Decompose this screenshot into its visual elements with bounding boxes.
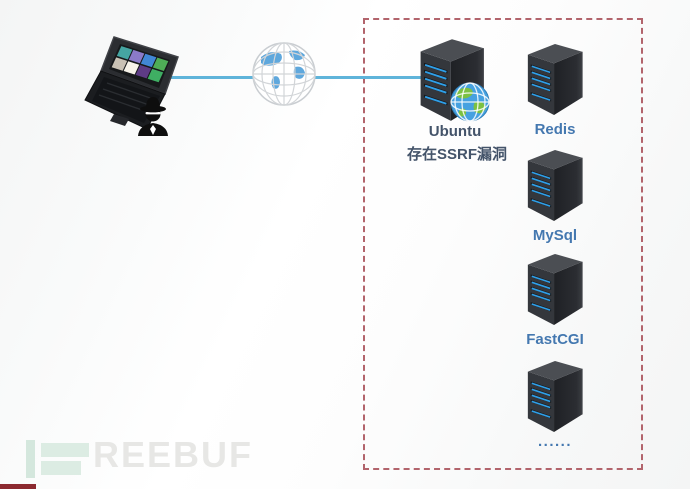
server-icon-redis	[523, 42, 587, 116]
freebuf-watermark-text: REEBUF	[93, 434, 254, 475]
web-globe-badge-icon	[450, 82, 490, 122]
server-icon-fastcgi	[523, 252, 587, 326]
freebuf-logo-bar-icon	[26, 440, 35, 478]
hacker-spy-icon	[138, 97, 168, 136]
internet-globe-icon	[252, 42, 316, 106]
freebuf-logo-f-top-icon	[41, 443, 89, 457]
server-label-redis: Redis	[534, 121, 576, 138]
server-icon-mysql	[523, 148, 587, 222]
server-icon-more	[523, 359, 587, 433]
gateway-title: Ubuntu	[428, 123, 482, 140]
server-label-fastcgi: FastCGI	[526, 331, 584, 348]
gateway-vulnerability-label: 存在SSRF漏洞	[406, 146, 507, 163]
freebuf-accent-bar	[0, 484, 36, 489]
freebuf-logo-f-bottom-icon	[41, 461, 81, 475]
internal-network-boundary	[363, 18, 643, 470]
more-servers-ellipsis: ......	[537, 433, 572, 450]
attacker-laptop-icon	[84, 36, 179, 130]
server-label-mysql: MySql	[532, 227, 578, 244]
